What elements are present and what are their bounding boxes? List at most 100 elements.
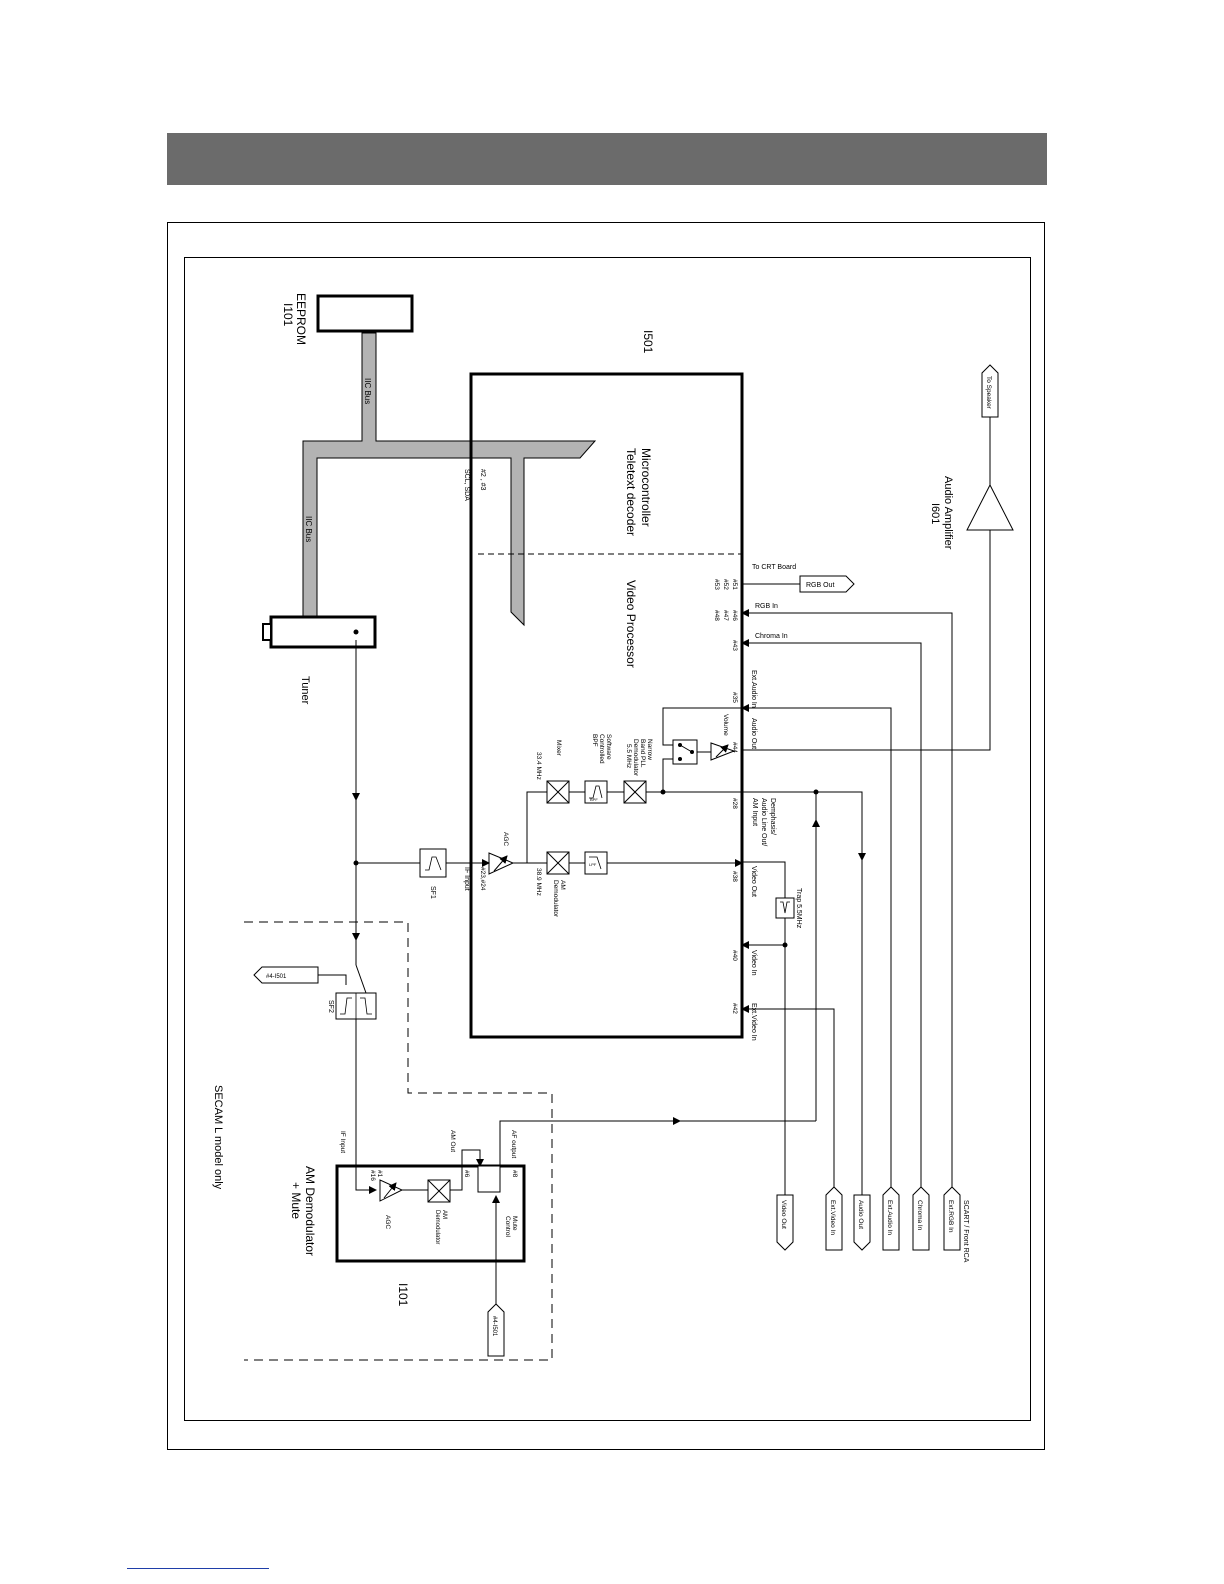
svg-text:+ Mute: + Mute xyxy=(289,1182,303,1219)
rgb-out-pins: #51 #52 #53 xyxy=(713,579,738,590)
rgb-out-label: RGB Out xyxy=(806,582,834,589)
arrow-4-i501-lower-label: #4-I501 xyxy=(491,1316,497,1337)
audio-out-label: Audio Out xyxy=(750,718,757,749)
video-in-pin: #40 xyxy=(731,950,738,961)
i501-label: I501 xyxy=(641,330,655,354)
svg-text:Demodulator: Demodulator xyxy=(552,880,559,918)
video-out-label: Video Out xyxy=(750,866,757,897)
svg-text:#16: #16 xyxy=(369,1170,376,1181)
arrow-4-i501-lower xyxy=(487,1303,505,1357)
i101-am-demod-label: AM Demodulator xyxy=(434,1210,447,1244)
eeprom-ref: I101 xyxy=(281,303,295,327)
audio-amp-name: Audio Amplifier xyxy=(942,476,954,550)
video-in-label: Video In xyxy=(750,950,757,976)
i101-am-out-pin: #6 xyxy=(463,1170,470,1178)
ext-video-label: Ext.Video In xyxy=(750,1003,757,1041)
trap-filter xyxy=(775,897,795,919)
am-demod-block-label: AM Demodulator + Mute xyxy=(289,1166,317,1256)
sw-bpf-label: Software Controlled BPF xyxy=(591,734,612,764)
ext-audio-label: Ext.Audio In xyxy=(750,670,757,708)
i101-pin8: #8 xyxy=(511,1170,518,1178)
svg-text:Demodulator: Demodulator xyxy=(632,739,639,777)
arrow-4-i501-upper-label: #4-I501 xyxy=(266,974,287,980)
trap-label: Trap 5.5MHz xyxy=(795,888,802,929)
connector-ext-rgb-in: Ext.RGB In xyxy=(943,1186,961,1251)
i101-mute-box xyxy=(477,1165,501,1193)
video-out-pin: #38 xyxy=(731,871,738,882)
svg-text:Controlled: Controlled xyxy=(598,734,605,764)
iic-bus-label-lower: IIC Bus xyxy=(304,516,313,542)
rgb-in-label: RGB In xyxy=(755,603,778,610)
agc-label: AGC xyxy=(502,832,509,846)
svg-text:#46: #46 xyxy=(731,610,738,621)
rgb-in-pins: #46 #47 #48 xyxy=(713,610,738,621)
svg-text:Audio Out: Audio Out xyxy=(857,1200,864,1229)
svg-text:Demphasis/: Demphasis/ xyxy=(769,798,776,835)
volume-amp xyxy=(710,742,736,761)
secam-note: SECAM L model only xyxy=(212,1085,224,1190)
sf1-label: SF1 xyxy=(429,886,436,899)
ext-video-pin: #42 xyxy=(731,1003,738,1014)
tuner-label: Tuner xyxy=(299,676,311,705)
if-input-pins: #23,#24 xyxy=(479,867,486,891)
to-crt-board: To CRT Board xyxy=(752,564,796,571)
svg-text:BPF: BPF xyxy=(591,734,598,747)
inner-frame xyxy=(184,257,1031,1421)
svg-text:Control: Control xyxy=(504,1216,511,1238)
svg-text:#52: #52 xyxy=(722,579,729,590)
svg-text:#53: #53 xyxy=(713,579,720,590)
ext-audio-pin: #35 xyxy=(731,692,738,703)
scart-header: SCART / Front RCA xyxy=(962,1200,969,1263)
svg-text:Mute: Mute xyxy=(511,1216,518,1231)
audio-amp-triangle xyxy=(966,483,1014,531)
am-demod-main-label: AM Demodulator xyxy=(552,880,566,918)
svg-text:#51: #51 xyxy=(731,579,738,590)
svg-text:Ext.RGB In: Ext.RGB In xyxy=(947,1200,954,1233)
freq-334: 33.4 MHz xyxy=(535,752,542,780)
eeprom-name: EEPROM xyxy=(294,293,308,345)
i101-am-out-label: AM Out xyxy=(449,1130,456,1152)
lpf-tag: LPF xyxy=(589,862,597,867)
i101-box xyxy=(335,1164,526,1263)
rgb-out-connector xyxy=(799,575,855,593)
eeprom-box xyxy=(316,294,414,333)
iic-bus-label-upper: IIC Bus xyxy=(363,378,372,404)
i101-mute-label: Mute Control xyxy=(504,1216,518,1238)
sf2-label: SF2 xyxy=(327,1000,334,1013)
svg-text:Band PLL: Band PLL xyxy=(639,739,646,768)
svg-text:AM: AM xyxy=(441,1210,447,1219)
svg-text:#48: #48 xyxy=(713,610,720,621)
tuner-dot xyxy=(353,629,359,635)
connector-audio-out: Audio Out xyxy=(853,1194,871,1251)
footer-rule xyxy=(127,1568,269,1569)
i101-if-input: IF Input xyxy=(339,1131,346,1153)
audio-out-pin: #44 xyxy=(731,742,738,753)
svg-text:Demodulator: Demodulator xyxy=(434,1210,440,1244)
chroma-in-label: Chroma In xyxy=(755,633,788,640)
micro-label-2: Teletext decoder xyxy=(624,448,638,536)
i101-af-output: AF output xyxy=(510,1130,517,1158)
if-input-label: IF Input xyxy=(463,867,470,891)
mixer-label: Mixer xyxy=(555,740,562,757)
svg-text:AM: AM xyxy=(559,880,566,890)
svg-text:Chroma In: Chroma In xyxy=(916,1200,923,1231)
i101-pins-if: #1 #16 xyxy=(369,1170,383,1181)
sf1-box xyxy=(419,848,447,878)
connector-chroma-in: Chroma In xyxy=(912,1186,930,1251)
svg-text:Software: Software xyxy=(605,734,612,760)
connector-ext-audio-in: Ext.Audio In xyxy=(882,1186,900,1251)
demph-label: Demphasis/ Audio Line Out/ AM Input xyxy=(751,798,776,846)
svg-text:AM Demodulator: AM Demodulator xyxy=(303,1166,317,1256)
iic-bus xyxy=(302,332,597,627)
micro-label-1: Microcontroller xyxy=(639,448,653,527)
npll-label: Narrow Band PLL Demodulator xyxy=(632,739,653,777)
freq-55: 5.5 MHz xyxy=(625,744,632,768)
outer-frame xyxy=(167,222,1045,1450)
i101-agc-label: AGC xyxy=(384,1215,391,1229)
svg-text:Ext.Audio In: Ext.Audio In xyxy=(886,1200,893,1235)
scl-sda-pins: #2 , #3 xyxy=(479,469,486,491)
to-speaker-label: To Speaker xyxy=(985,376,992,410)
chroma-in-pin: #43 xyxy=(731,640,738,651)
i101-ref: I101 xyxy=(396,1283,410,1307)
